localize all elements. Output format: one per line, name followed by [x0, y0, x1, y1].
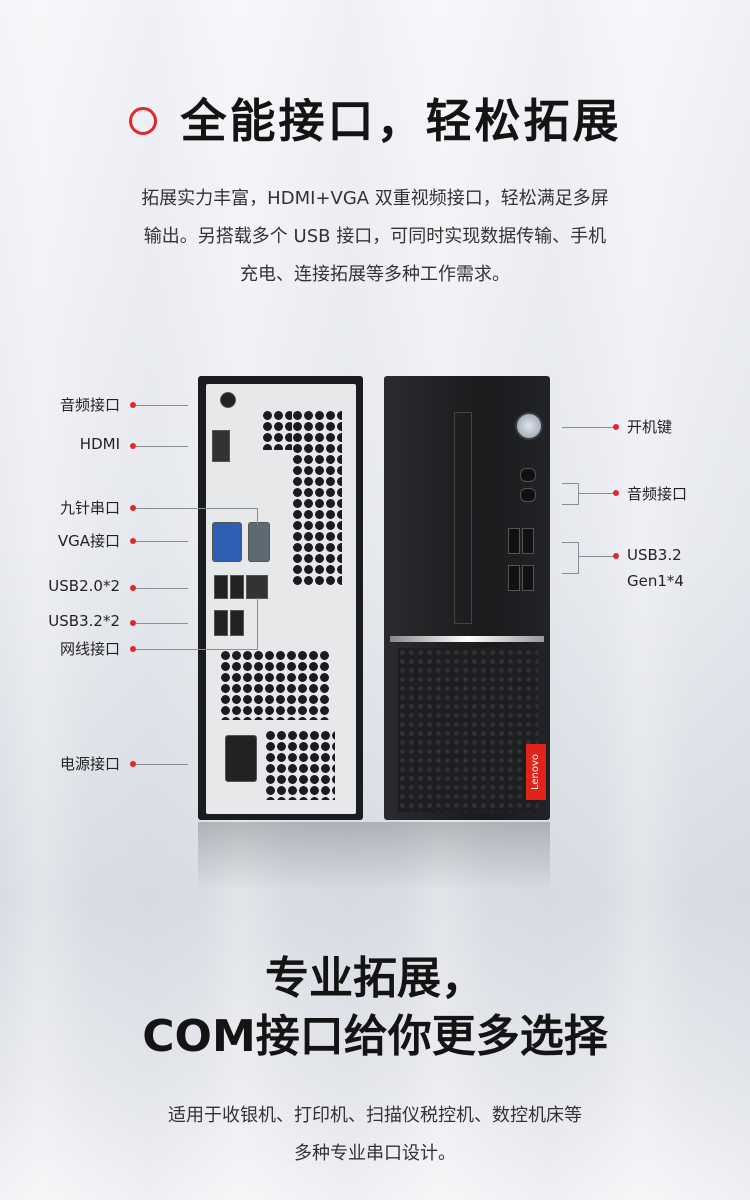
rear-vent-mesh-small [262, 410, 292, 450]
floor-reflection [198, 822, 550, 892]
callout-dot [130, 443, 136, 449]
front-audio-jack [520, 468, 536, 482]
label-serial-port: 九针串口 [59, 499, 120, 517]
section1-desc-line: 充电、连接拓展等多种工作需求。 [240, 264, 510, 285]
callout-dot [130, 402, 136, 408]
callout-dot [613, 553, 619, 559]
section2-desc-line: 多种专业串口设计。 [294, 1143, 456, 1164]
label-front-audio: 音频接口 [627, 485, 688, 503]
vga-port [212, 522, 242, 562]
section1-title-block: 全能接口，轻松拓展 [0, 85, 750, 151]
section1-description: 拓展实力丰富，HDMI+VGA 双重视频接口，轻松满足多屏 输出。另搭载多个 U… [80, 180, 670, 294]
section2-title-line: 专业拓展， [265, 953, 485, 1004]
section2-title: 专业拓展， COM接口给你更多选择 [0, 950, 750, 1066]
callout-line [136, 588, 188, 589]
label-audio-port: 音频接口 [59, 396, 120, 414]
callout-line [257, 508, 258, 524]
callout-dot [613, 424, 619, 430]
section2-title-line: COM接口给你更多选择 [142, 1011, 608, 1062]
section1-desc-line: 拓展实力丰富，HDMI+VGA 双重视频接口，轻松满足多屏 [141, 188, 609, 209]
callout-bracket [562, 483, 579, 505]
label-front-usb-line2: Gen1*4 [627, 572, 684, 590]
serial-port [248, 522, 270, 562]
callout-bracket [562, 542, 579, 574]
callout-line [257, 598, 258, 649]
callout-line [136, 764, 188, 765]
label-usb3: USB3.2*2 [48, 612, 120, 630]
callout-dot [130, 538, 136, 544]
hdmi-port [212, 430, 230, 462]
callout-line [578, 493, 614, 494]
section1-title: 全能接口，轻松拓展 [180, 94, 622, 148]
label-hdmi: HDMI [79, 435, 120, 453]
callout-line [136, 541, 188, 542]
front-vent-mesh [398, 648, 538, 813]
front-usb-port [508, 565, 520, 591]
label-ethernet: 网线接口 [59, 640, 120, 658]
callout-dot [130, 505, 136, 511]
label-power-socket: 电源接口 [59, 755, 120, 773]
callout-dot [130, 620, 136, 626]
circle-bullet-icon [128, 106, 157, 135]
callout-dot [613, 490, 619, 496]
power-socket [225, 735, 257, 782]
label-vga: VGA接口 [57, 532, 120, 550]
optical-bay [454, 412, 472, 624]
usb2-port [214, 575, 228, 599]
callout-dot [130, 646, 136, 652]
callout-line [136, 446, 188, 447]
callout-line [136, 508, 258, 509]
section1-desc-line: 输出。另搭载多个 USB 接口，可同时实现数据传输、手机 [143, 226, 607, 247]
label-usb2: USB2.0*2 [48, 577, 120, 595]
callout-line [136, 649, 258, 650]
front-usb-port [522, 565, 534, 591]
rear-vent-mesh [292, 410, 342, 585]
usb2-port [230, 575, 244, 599]
front-audio-jack [520, 488, 536, 502]
psu-fan-mesh [265, 730, 335, 800]
section2-description: 适用于收银机、打印机、扫描仪税控机、数控机床等 多种专业串口设计。 [0, 1097, 750, 1173]
rear-slot-mesh [220, 650, 330, 720]
callout-line [578, 556, 614, 557]
label-power-button: 开机键 [627, 418, 673, 436]
callout-line [562, 427, 614, 428]
section2-desc-line: 适用于收银机、打印机、扫描仪税控机、数控机床等 [168, 1105, 582, 1126]
callout-dot [130, 761, 136, 767]
ethernet-port [246, 575, 268, 599]
front-usb-port [508, 528, 520, 554]
callout-line [136, 405, 188, 406]
usb3-port [230, 610, 244, 636]
callout-line [136, 623, 188, 624]
front-silver-strip [390, 636, 544, 642]
front-usb-port [522, 528, 534, 554]
callout-dot [130, 585, 136, 591]
audio-port [220, 392, 236, 408]
usb3-port [214, 610, 228, 636]
lenovo-logo: Lenovo [526, 744, 546, 800]
power-button-icon [515, 412, 543, 440]
label-front-usb-line1: USB3.2 [627, 546, 682, 564]
